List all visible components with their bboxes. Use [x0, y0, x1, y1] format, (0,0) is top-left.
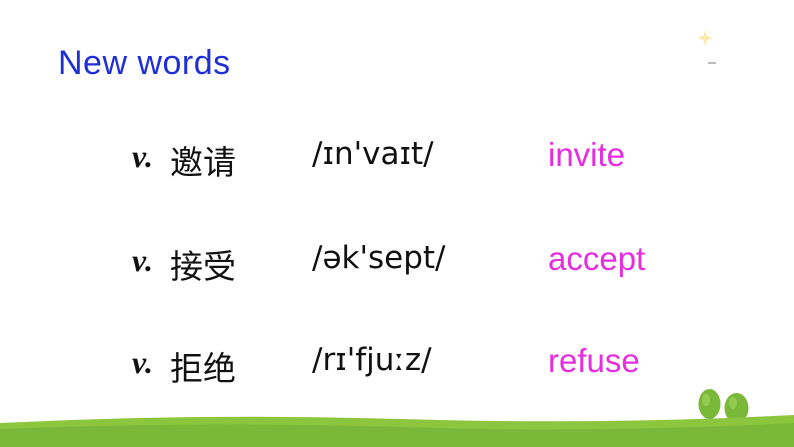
vocab-row: v. 邀请 /ɪn'vaɪt/ invite — [0, 130, 794, 190]
sparkle-icon — [697, 30, 713, 46]
english-word: invite — [548, 136, 626, 173]
part-of-speech: v. — [132, 344, 154, 380]
part-of-speech: v. — [132, 242, 154, 278]
english-word: refuse — [548, 342, 640, 379]
tree-icon — [698, 389, 749, 434]
vocab-row: v. 拒绝 /rɪ'fjuːz/ refuse — [0, 336, 794, 396]
grass-strip — [0, 415, 794, 447]
phonetic: /ək'sept/ — [312, 240, 446, 276]
phonetic: /ɪn'vaɪt/ — [312, 136, 434, 172]
vocab-row: v. 接受 /ək'sept/ accept — [0, 234, 794, 294]
chinese-meaning: 接受 — [170, 247, 236, 286]
phonetic: /rɪ'fjuːz/ — [312, 342, 432, 378]
english-word: accept — [548, 240, 646, 277]
part-of-speech: v. — [132, 138, 154, 174]
dash-icon — [708, 62, 716, 64]
chinese-meaning: 邀请 — [170, 143, 236, 182]
chinese-meaning: 拒绝 — [170, 349, 236, 388]
slide-title: New words — [58, 44, 231, 82]
